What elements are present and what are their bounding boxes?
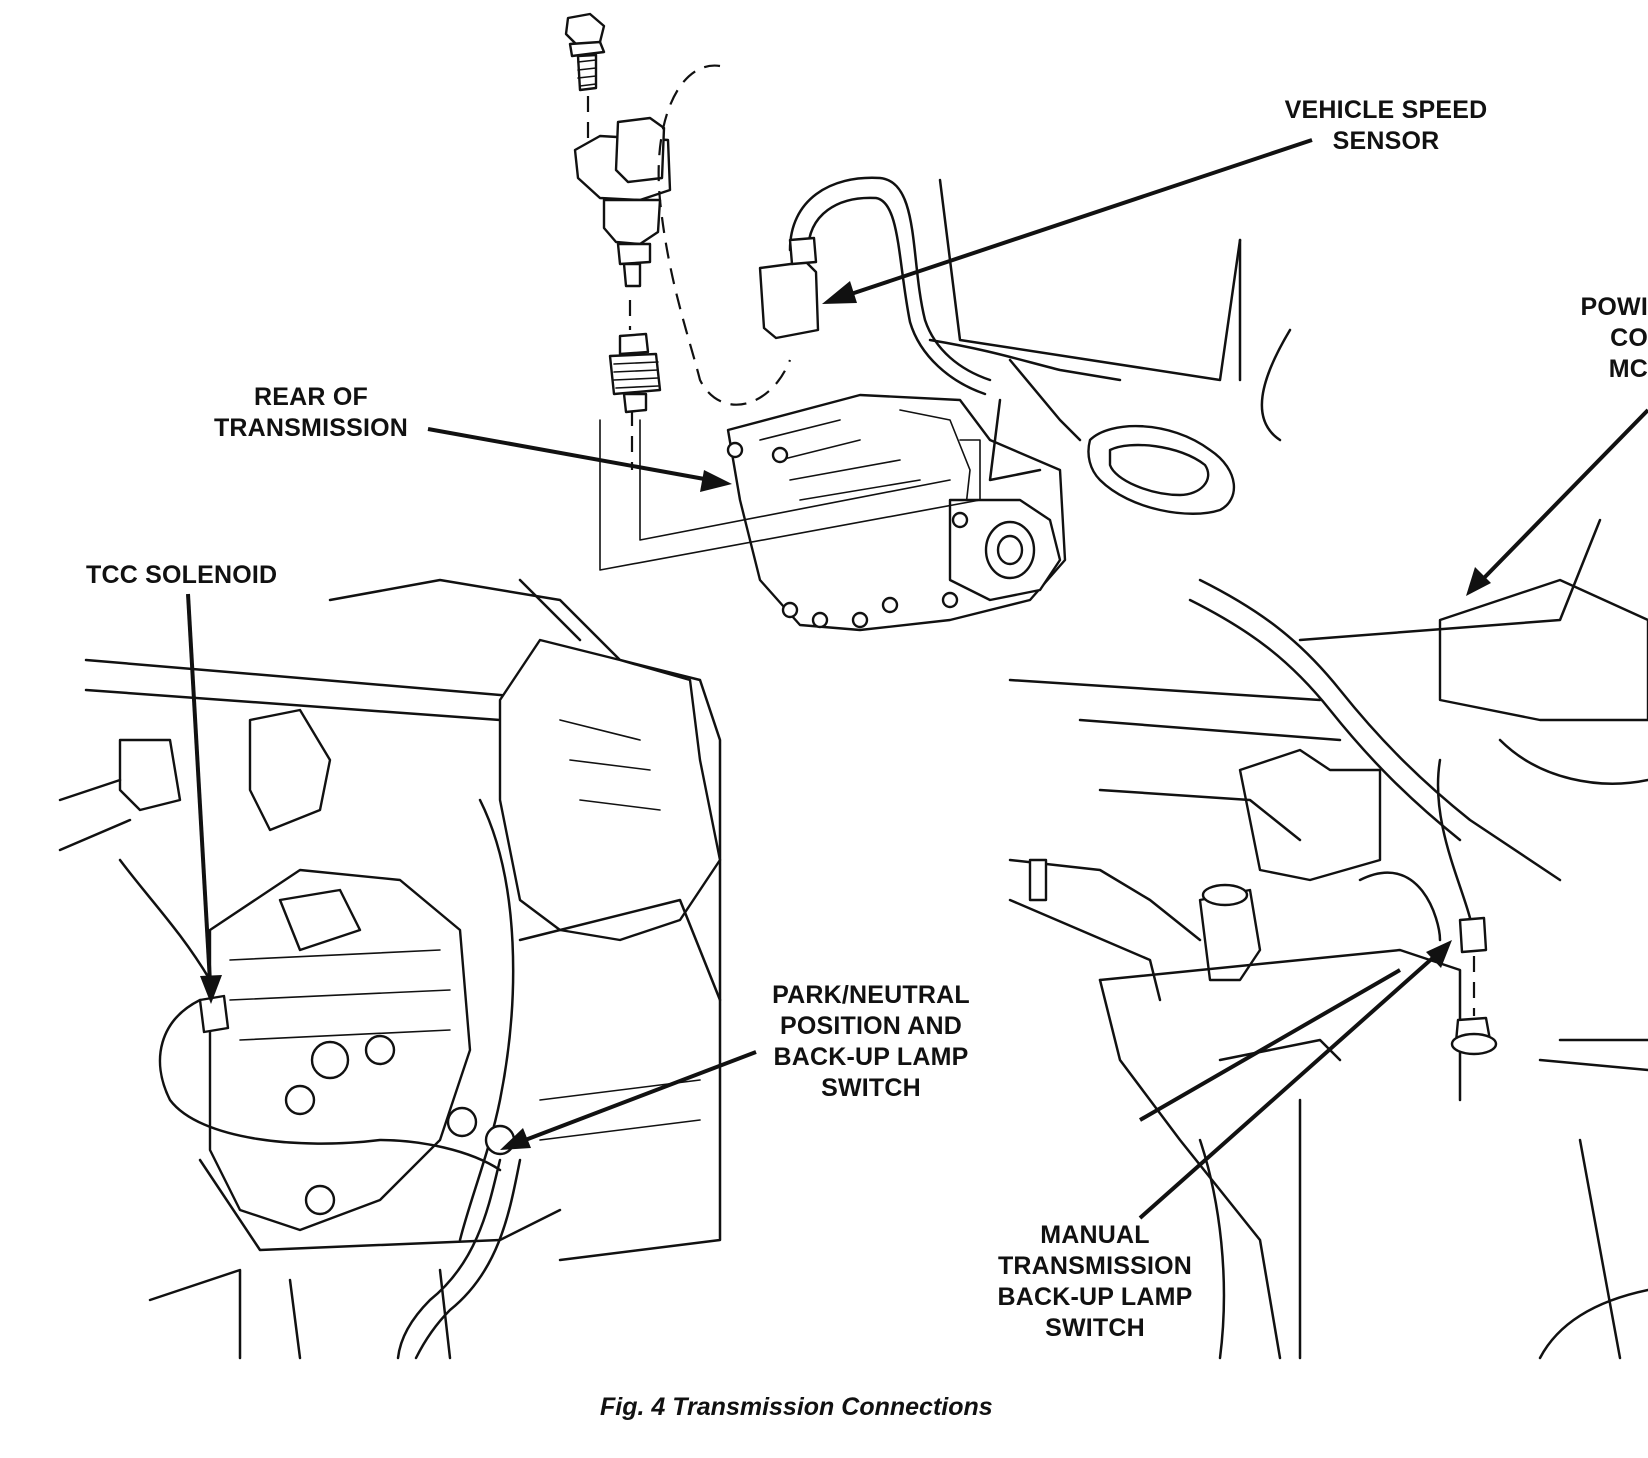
label-line: POWI (1580, 293, 1648, 321)
label-line: TRANSMISSION (997, 1252, 1193, 1280)
label-line: REAR OF (254, 383, 368, 411)
transmission-rear-housing (599, 393, 1067, 632)
label-line: MANUAL (1040, 1221, 1150, 1249)
label-line: CO (1610, 324, 1648, 352)
label-line: SWITCH (1045, 1314, 1145, 1342)
speed-sensor-exploded-view (564, 12, 992, 470)
callout-leaders (186, 138, 1648, 1220)
right-engine-bay (1008, 518, 1648, 1360)
rear-of-transmission-label: REAR OF TRANSMISSION (206, 382, 416, 444)
label-line: POSITION AND (779, 1012, 963, 1040)
figure-caption: Fig. 4 Transmission Connections (600, 1393, 993, 1421)
park-neutral-switch-label: PARK/NEUTRAL POSITION AND BACK-UP LAMP S… (758, 980, 984, 1104)
label-line: SWITCH (821, 1074, 921, 1102)
manual-backup-switch-label: MANUAL TRANSMISSION BACK-UP LAMP SWITCH (982, 1220, 1208, 1344)
label-line: VEHICLE SPEED (1284, 96, 1488, 124)
upper-right-engine-bracket (928, 178, 1292, 515)
label-line: MC (1608, 355, 1648, 383)
label-line: BACK-UP LAMP (997, 1283, 1193, 1311)
label-line: TCC SOLENOID (86, 561, 278, 589)
label-line: TRANSMISSION (213, 414, 409, 442)
vehicle-speed-sensor-label: VEHICLE SPEED SENSOR (1276, 95, 1496, 157)
left-engine-bay (58, 578, 722, 1360)
label-line: BACK-UP LAMP (773, 1043, 969, 1071)
label-line: SENSOR (1332, 127, 1440, 155)
pcm-label-partial: POWI CO MC (1560, 292, 1648, 385)
tcc-solenoid-label: TCC SOLENOID (86, 560, 277, 591)
label-line: PARK/NEUTRAL (772, 981, 970, 1009)
